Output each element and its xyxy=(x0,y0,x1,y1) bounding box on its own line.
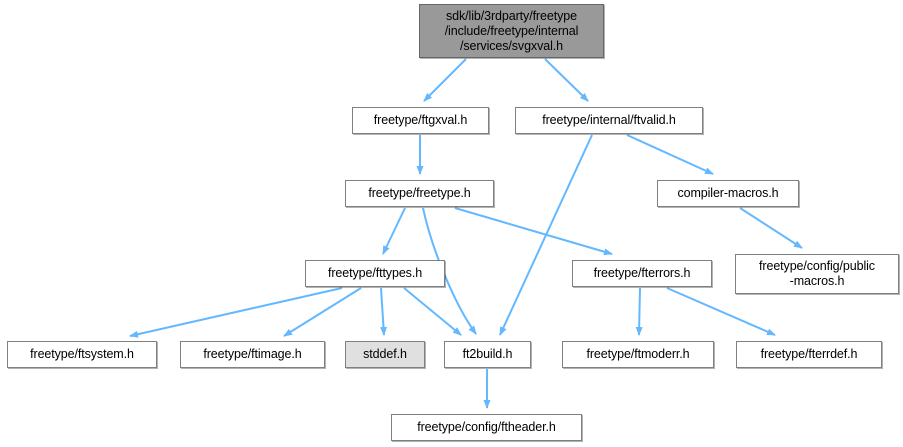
graph-node-label-fterrors: freetype/fterrors.h xyxy=(593,266,691,280)
graph-node-label-ftvalid: freetype/internal/ftvalid.h xyxy=(542,113,676,127)
graph-node-publicmacros[interactable]: freetype/config/public -macros.h xyxy=(735,254,899,294)
graph-node-label-ftgxval: freetype/ftgxval.h xyxy=(373,113,468,127)
graph-edge-fttypes-to-ftsystem xyxy=(129,287,343,338)
graph-edge-ftvalid-to-compilermacros xyxy=(626,134,714,175)
graph-edge-svgxval-to-ftgxval xyxy=(423,58,467,102)
graph-node-ftvalid[interactable]: freetype/internal/ftvalid.h xyxy=(515,107,703,134)
graph-edge-fttypes-to-ftimage xyxy=(283,287,362,337)
graph-node-ftimage[interactable]: freetype/ftimage.h xyxy=(180,341,325,368)
graph-node-ftheader[interactable]: freetype/config/ftheader.h xyxy=(391,414,582,441)
graph-node-label-stddef: stddef.h xyxy=(363,347,407,361)
graph-edge-freetype-to-fterrors xyxy=(454,207,613,256)
graph-node-label-freetype: freetype/freetype.h xyxy=(368,186,471,200)
graph-node-ft2build[interactable]: ft2build.h xyxy=(444,341,531,368)
graph-edge-freetype-to-fttypes xyxy=(382,207,406,255)
graph-node-label-ftheader: freetype/config/ftheader.h xyxy=(417,420,556,434)
graph-edge-compilermacros-to-publicmacros xyxy=(739,207,803,249)
graph-edge-fttypes-to-stddef xyxy=(379,287,387,336)
graph-node-compilermacros[interactable]: compiler-macros.h xyxy=(657,180,799,207)
graph-node-label-fttypes: freetype/fttypes.h xyxy=(327,266,423,280)
graph-node-ftmoderr[interactable]: freetype/ftmoderr.h xyxy=(562,341,714,368)
graph-node-fttypes[interactable]: freetype/fttypes.h xyxy=(305,260,445,287)
graph-node-stddef[interactable]: stddef.h xyxy=(345,341,425,368)
graph-node-label-compilermacros: compiler-macros.h xyxy=(677,186,779,200)
graph-edge-svgxval-to-ftvalid xyxy=(544,58,589,102)
graph-node-label-publicmacros: freetype/config/public -macros.h xyxy=(759,259,875,288)
graph-node-label-ftimage: freetype/ftimage.h xyxy=(203,347,302,361)
graph-node-label-svgxval: sdk/lib/3rdparty/freetype /include/freet… xyxy=(444,8,579,53)
graph-node-fterrors[interactable]: freetype/fterrors.h xyxy=(572,260,712,287)
graph-node-label-ft2build: ft2build.h xyxy=(462,347,513,361)
graph-edge-ftvalid-to-ft2build xyxy=(499,134,593,336)
graph-node-fterrdef[interactable]: freetype/fterrdef.h xyxy=(736,341,882,368)
graph-node-ftsystem[interactable]: freetype/ftsystem.h xyxy=(7,341,157,368)
graph-node-label-ftmoderr: freetype/ftmoderr.h xyxy=(586,347,690,361)
graph-node-svgxval[interactable]: sdk/lib/3rdparty/freetype /include/freet… xyxy=(419,4,604,58)
graph-node-freetype[interactable]: freetype/freetype.h xyxy=(345,180,494,207)
graph-node-ftgxval[interactable]: freetype/ftgxval.h xyxy=(352,107,489,134)
graph-edge-fttypes-to-ft2build xyxy=(403,287,462,336)
graph-edge-fterrors-to-ftmoderr xyxy=(635,287,643,336)
graph-node-label-ftsystem: freetype/ftsystem.h xyxy=(30,347,134,361)
graph-edge-fterrors-to-fterrdef xyxy=(666,287,776,336)
graph-node-label-fterrdef: freetype/fterrdef.h xyxy=(760,347,858,361)
